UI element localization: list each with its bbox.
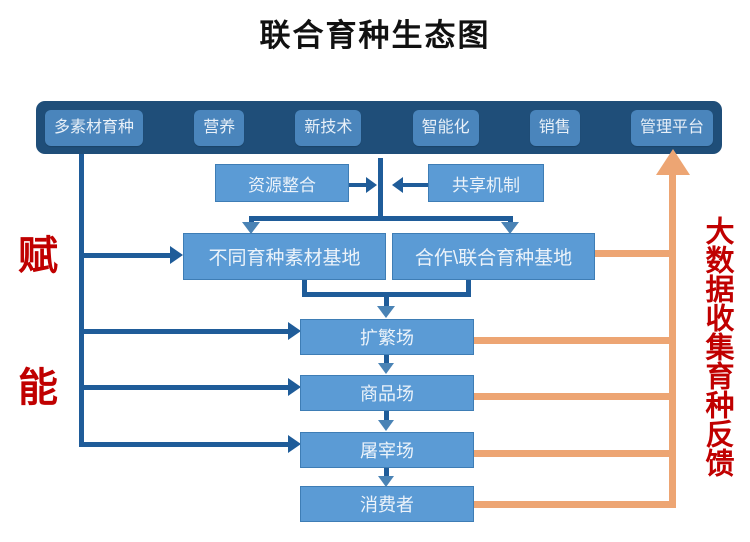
center-spine-vertical [378,158,383,220]
arrowhead-feedback-up [656,149,690,175]
node-joint-base[interactable]: 合作\联合育种基地 [392,233,595,280]
left-trunk-vertical [79,154,84,447]
pill-management-platform[interactable]: 管理平台 [630,109,713,146]
feedback-line-slaughterhouse [474,450,676,457]
left-branch-to-commodity-farm [79,385,292,390]
base-merge-center-drop [384,292,389,308]
node-sharing-mechanism[interactable]: 共享机制 [428,164,544,202]
node-resource-integration[interactable]: 资源整合 [215,164,349,202]
pill-new-technology[interactable]: 新技术 [295,109,362,146]
arrowhead-sharing-mechanism [392,177,403,193]
node-consumer[interactable]: 消费者 [300,486,474,522]
arrowhead-to-commodity-farm [288,378,301,396]
node-commodity-farm[interactable]: 商品场 [300,375,474,411]
label-empower-neng: 能 [18,366,58,410]
pill-nutrition[interactable]: 营养 [194,109,245,146]
label-empower-fu: 赋 [18,234,58,278]
pill-intelligence[interactable]: 智能化 [412,109,479,146]
arrowhead-to-joint-base-down [501,222,519,234]
resource-integration-connector [348,183,370,187]
feedback-line-joint-base [594,250,676,257]
arrowhead-to-slaughterhouse [288,435,301,453]
feedback-line-commodity-farm [474,393,676,400]
slaughterhouse-to-consumer-line [384,466,389,478]
center-distributor-left-drop [249,216,254,224]
arrowhead-slaughterhouse-to-consumer [378,476,394,487]
arrowhead-base-merge-to-multiplication [377,306,395,318]
center-distributor-right-drop [508,216,513,224]
pill-multi-material-breeding[interactable]: 多素材育种 [45,109,144,146]
page-title: 联合育种生态图 [259,18,491,53]
commodity-to-slaughterhouse-line [384,409,389,422]
arrowhead-to-material-base-down [242,222,260,234]
node-material-base[interactable]: 不同育种素材基地 [183,233,386,280]
left-branch-to-slaughterhouse [79,442,292,447]
feedback-line-consumer [474,501,676,508]
pill-sales[interactable]: 销售 [529,109,580,146]
arrowhead-resource-integration [366,177,377,193]
arrowhead-multiplication-to-commodity [378,363,394,374]
left-branch-to-material-base [79,253,174,258]
arrowhead-commodity-to-slaughterhouse [378,420,394,431]
capability-bar: 多素材育种 营养 新技术 智能化 销售 管理平台 [36,101,722,154]
label-bigdata-feedback: 大数据收集育种反馈 [701,215,733,477]
left-branch-to-multiplication-farm [79,329,292,334]
base-merge-right-drop [466,279,471,296]
node-slaughterhouse[interactable]: 屠宰场 [300,432,474,468]
center-distributor-horizontal [249,216,513,221]
node-multiplication-farm[interactable]: 扩繁场 [300,319,474,355]
sharing-mechanism-connector [403,183,428,187]
arrowhead-to-multiplication-farm [288,322,301,340]
base-merge-left-drop [302,279,307,296]
multiplication-to-commodity-line [384,352,389,365]
arrowhead-to-material-base [170,246,183,264]
feedback-line-multiplication-farm [474,337,676,344]
